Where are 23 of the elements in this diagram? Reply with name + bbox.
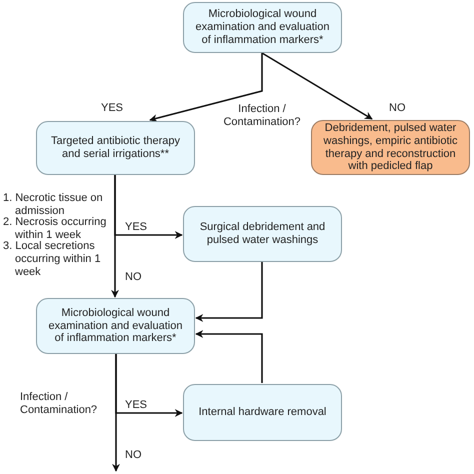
process-box	[36, 298, 195, 354]
process-box	[311, 120, 470, 175]
list-item: 1. Necrotic tissue on admission	[3, 192, 104, 217]
question-label: Infection / Contamination?	[222, 103, 302, 129]
process-box	[183, 384, 342, 441]
box-text: Microbiological wound examination and evaluation of inflammation markers*	[48, 306, 184, 346]
box-text: Debridement, pulsed water washings, empiric antibiotic therapy and reconstruction with pedicled flap	[322, 122, 458, 174]
arrow	[195, 262, 263, 322]
arrow	[111, 175, 119, 298]
box-text: Targeted antibiotic therapy and serial irrigations**	[50, 135, 182, 161]
process-box	[183, 206, 342, 262]
box-text: Surgical debridement and pulsed water washings	[198, 221, 326, 247]
arrow	[195, 330, 263, 383]
box-text: Microbiological wound examination and evaluation of inflammation markers*	[194, 8, 330, 47]
list-item: 3. Local secretions occurring within 1 week	[3, 240, 102, 279]
arrow	[149, 53, 263, 122]
list-item: 2. Necrosis occurring within 1 week	[3, 216, 108, 241]
arrow	[112, 354, 120, 472]
question-label: Infection / Contamination?	[20, 391, 98, 417]
process-box	[183, 2, 342, 53]
box-text: Internal hardware removal	[198, 406, 326, 419]
process-box	[36, 121, 195, 175]
arrow	[262, 52, 373, 120]
